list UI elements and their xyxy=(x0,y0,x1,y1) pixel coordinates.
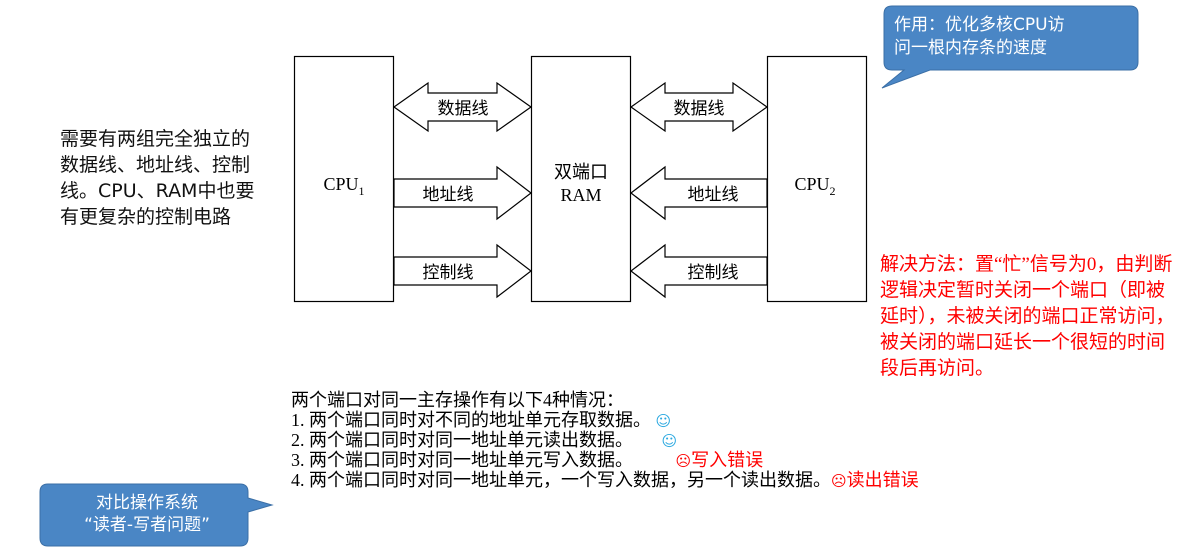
solution-text: 解决方法：置“忙”信号为0，由判断逻辑决定暂时关闭一个端口（即被延时），未被关闭… xyxy=(880,254,1175,379)
callout-bottom-bubble xyxy=(39,483,274,547)
callout-top-line2: 问一根内存条的速度 xyxy=(894,38,1047,58)
ram-label-line1: 双端口 xyxy=(554,162,608,183)
smile-icon: ☺ xyxy=(655,412,672,430)
callout-top-text: 作用：优化多核CPU访 问一根内存条的速度 xyxy=(894,14,1126,60)
left-address-bus-label: 地址线 xyxy=(423,185,474,205)
left-control-bus-label: 控制线 xyxy=(423,263,474,283)
right-data-bus-label: 数据线 xyxy=(674,99,725,119)
left-data-bus-label: 数据线 xyxy=(438,99,489,119)
callout-bottom-line2: “读者-写者问题” xyxy=(84,515,210,535)
left-data-bus-arrow xyxy=(392,81,533,133)
cpu1-box xyxy=(293,55,395,303)
right-address-bus-arrow xyxy=(630,165,768,221)
case-2: 2. 两个端口同时对同一地址单元读出数据。 ☺ xyxy=(291,430,1111,450)
case-3: 3. 两个端口同时对同一地址单元写入数据。 ☹写入错误 xyxy=(291,450,1111,470)
case-error-note: 读出错误 xyxy=(846,470,919,490)
right-address-bus-label: 地址线 xyxy=(688,185,739,205)
left-address-bus-arrow xyxy=(393,165,532,221)
case-text: 2. 两个端口同时对同一地址单元读出数据。 xyxy=(291,430,633,450)
callout-bottom-line1: 对比操作系统 xyxy=(96,493,198,513)
case-1: 1. 两个端口同时对不同的地址单元存取数据。 ☺ xyxy=(291,410,1111,430)
callout-top-line1: 作用：优化多核CPU访 xyxy=(894,15,1065,35)
left-control-bus-arrow xyxy=(393,243,532,299)
right-control-bus-label: 控制线 xyxy=(688,263,739,283)
callout-bottom-text: 对比操作系统 “读者-写者问题” xyxy=(42,492,252,536)
ram-label-line2: RAM xyxy=(560,185,601,205)
smile-icon: ☺ xyxy=(661,432,678,450)
cpu1-label: CPU1 xyxy=(323,174,364,198)
cases-list: 两个端口对同一主存操作有以下4种情况： 1. 两个端口同时对不同的地址单元存取数… xyxy=(291,390,1111,490)
callout-top-bubble xyxy=(881,5,1139,89)
cpu2-label: CPU2 xyxy=(794,174,835,198)
right-control-bus-arrow xyxy=(630,243,768,299)
frown-icon: ☹ xyxy=(831,472,847,490)
case-text: 4. 两个端口同时对同一地址单元，一个写入数据，另一个读出数据。 xyxy=(291,470,831,490)
ram-box xyxy=(530,55,632,303)
case-text: 3. 两个端口同时对同一地址单元写入数据。 xyxy=(291,450,633,470)
case-4: 4. 两个端口同时对同一地址单元，一个写入数据，另一个读出数据。☹读出错误 xyxy=(291,470,1111,490)
cases-intro: 两个端口对同一主存操作有以下4种情况： xyxy=(291,390,624,410)
case-error-note: 写入错误 xyxy=(691,450,764,470)
frown-icon: ☹ xyxy=(675,452,692,470)
cpu2-box xyxy=(766,55,868,303)
right-data-bus-arrow xyxy=(629,81,769,133)
left-note: 需要有两组完全独立的数据线、地址线、控制线。CPU、RAM中也要有更复杂的控制电… xyxy=(60,128,255,228)
case-text: 1. 两个端口同时对不同的地址单元存取数据。 xyxy=(291,410,651,430)
